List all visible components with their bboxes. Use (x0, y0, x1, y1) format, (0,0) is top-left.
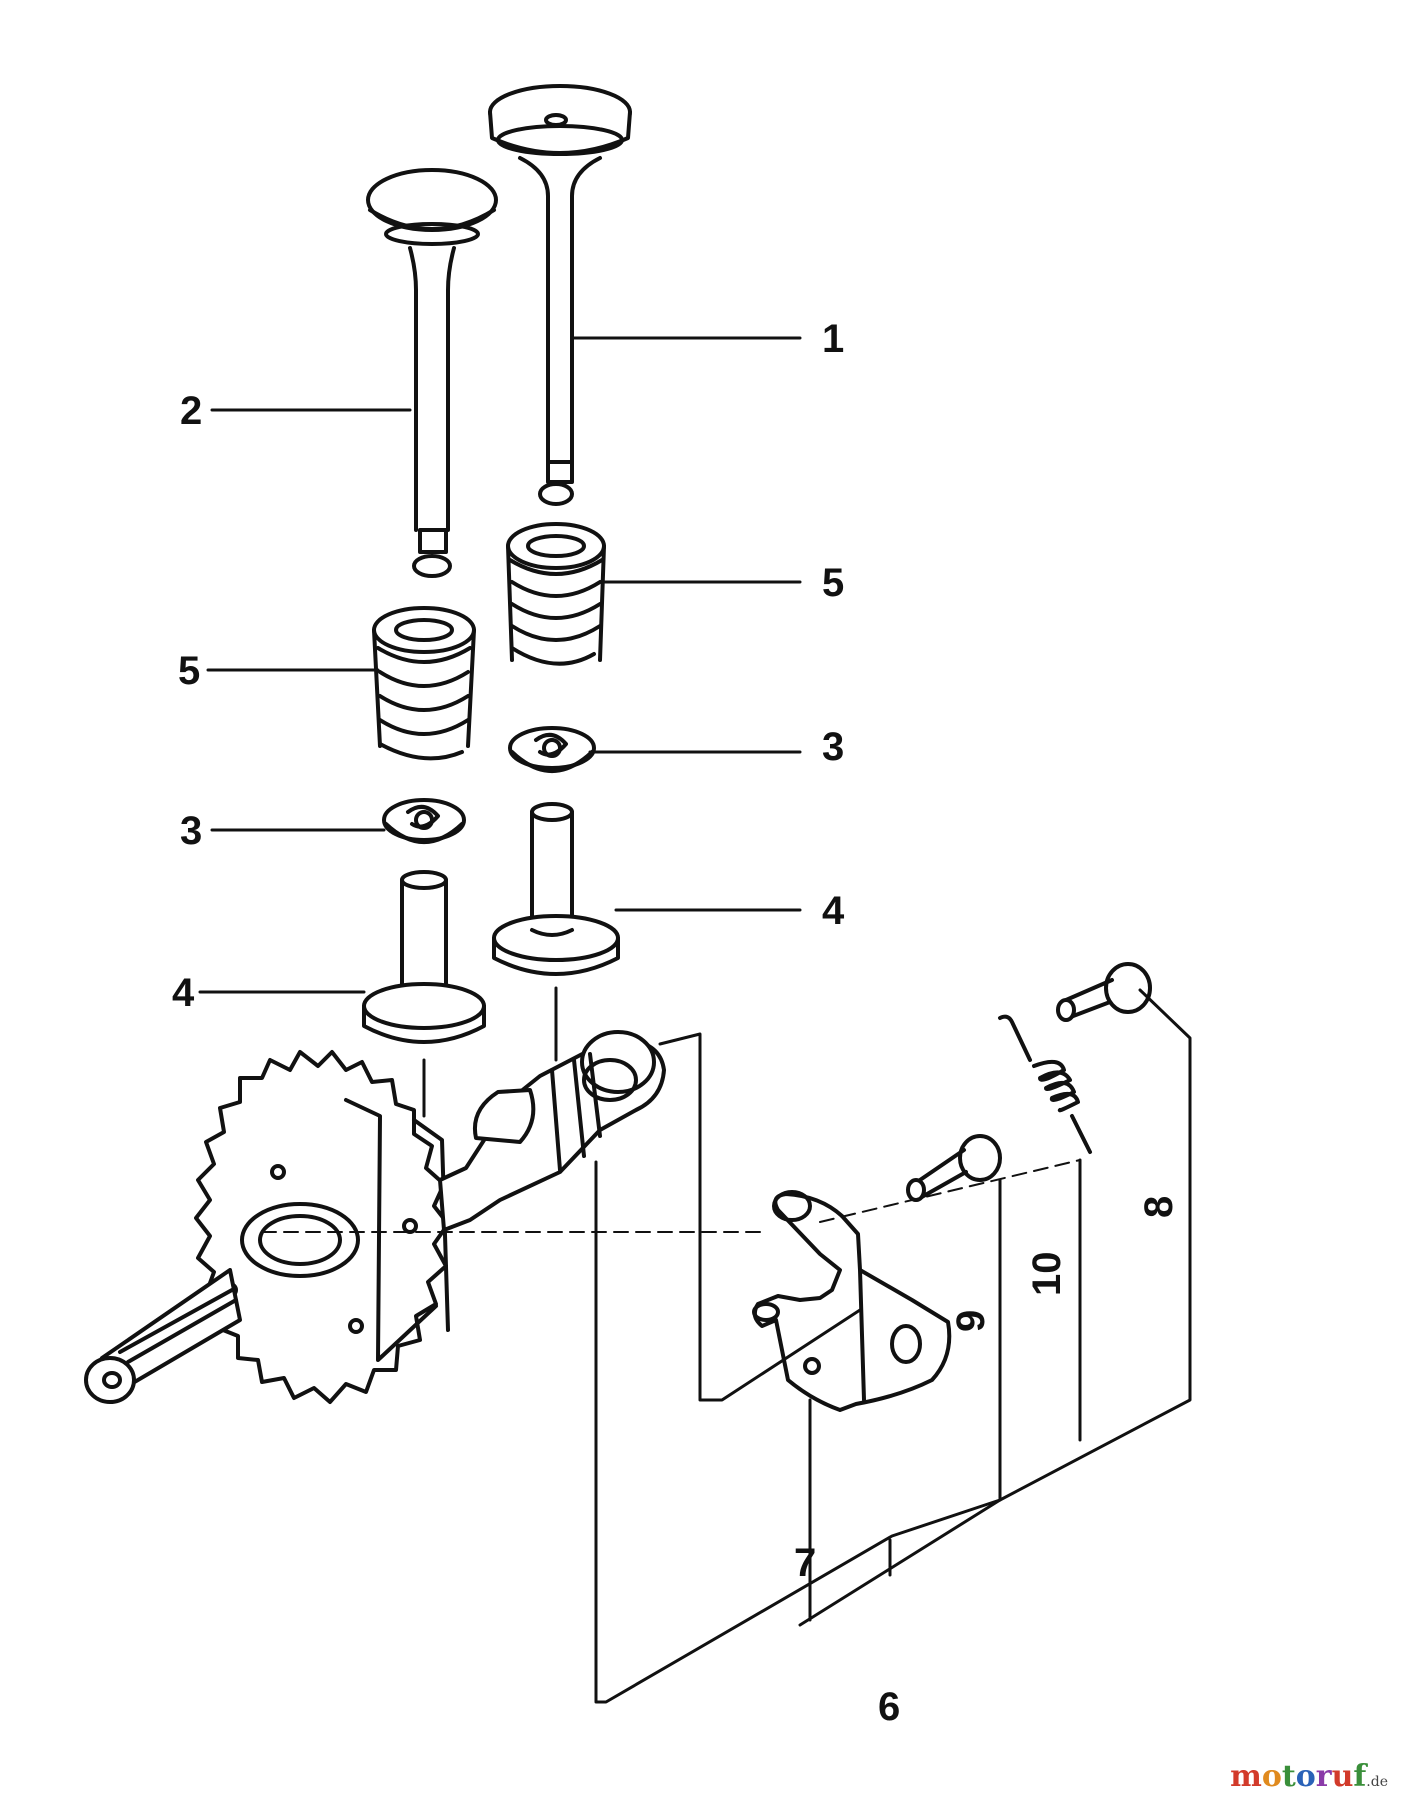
callout-9: 9 (949, 1310, 993, 1332)
retainer-3-right (508, 726, 596, 773)
callout-1: 1 (822, 317, 844, 361)
valve-1 (488, 84, 632, 506)
spring-10 (998, 1014, 1092, 1154)
callout-4-left: 4 (172, 971, 195, 1015)
spring-5-right (506, 522, 606, 666)
watermark-suffix: .de (1366, 1774, 1388, 1790)
callout-3-left: 3 (180, 809, 202, 853)
callout-2: 2 (180, 389, 202, 433)
leader-lines (198, 336, 1192, 1704)
callout-6: 6 (878, 1685, 900, 1729)
camshaft-gear (194, 1050, 450, 1404)
callout-8: 8 (1137, 1196, 1181, 1218)
watermark-letter: f (1353, 1759, 1367, 1794)
pin-9 (906, 1134, 1002, 1202)
spring-5-left (372, 606, 476, 761)
watermark-letter: u (1331, 1759, 1354, 1794)
callout-4-right: 4 (822, 889, 845, 933)
callout-5-right: 5 (822, 561, 844, 605)
retainer-3-left (382, 798, 466, 844)
motoruf-watermark-logo: motoruf.de (1230, 1759, 1388, 1794)
pin-8 (1056, 962, 1152, 1022)
tappet-4-right (492, 802, 620, 976)
tappet-4-left (362, 870, 486, 1044)
callout-3-right: 3 (822, 725, 844, 769)
camshaft (84, 1030, 666, 1404)
callout-10: 10 (1025, 1252, 1069, 1297)
governor-arm-7 (752, 1190, 952, 1412)
watermark-letter: o (1261, 1759, 1282, 1794)
callout-7: 7 (794, 1541, 816, 1585)
watermark-letter: t (1281, 1759, 1296, 1794)
watermark-letter: o (1295, 1759, 1316, 1794)
watermark-letter: r (1315, 1759, 1332, 1794)
watermark-letter: m (1230, 1759, 1262, 1794)
callout-5-left: 5 (178, 649, 200, 693)
valve-2 (366, 168, 498, 578)
